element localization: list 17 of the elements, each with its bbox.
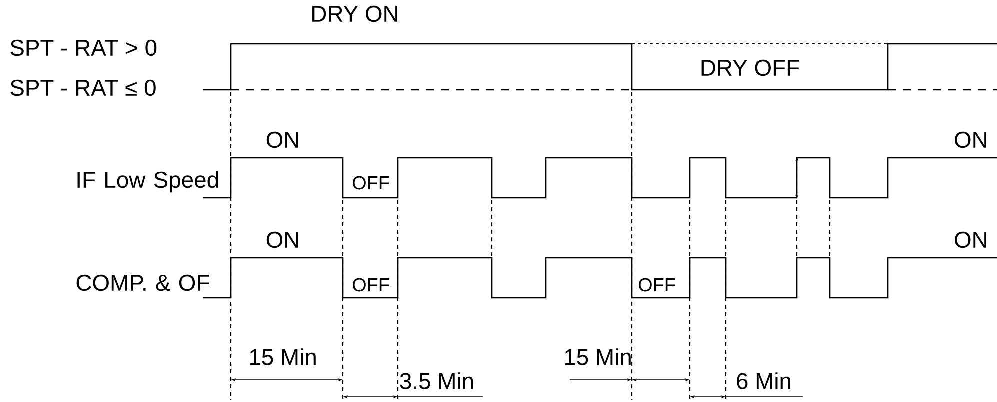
duration-label: 6 Min — [737, 372, 791, 390]
state-label: ON — [955, 232, 986, 248]
duration-label: 15 Min — [250, 348, 316, 366]
duration-label: 3.5 Min — [400, 372, 474, 390]
signal-label: SPT - RAT ≤ 0 — [10, 80, 156, 96]
signal-label: COMP. & OF — [76, 274, 210, 292]
state-label: ON — [266, 132, 298, 148]
state-label: DRY ON — [312, 6, 398, 22]
state-label: OFF — [352, 176, 390, 190]
state-label: ON — [266, 232, 298, 248]
state-label: ON — [955, 132, 986, 148]
signal-label: IF Low Speed — [78, 171, 218, 193]
signal-label: SPT - RAT > 0 — [10, 40, 157, 56]
duration-label: 15 Min — [565, 348, 631, 366]
state-label: OFF — [638, 278, 676, 292]
state-label: OFF — [352, 278, 390, 292]
state-label: DRY OFF — [702, 60, 800, 76]
